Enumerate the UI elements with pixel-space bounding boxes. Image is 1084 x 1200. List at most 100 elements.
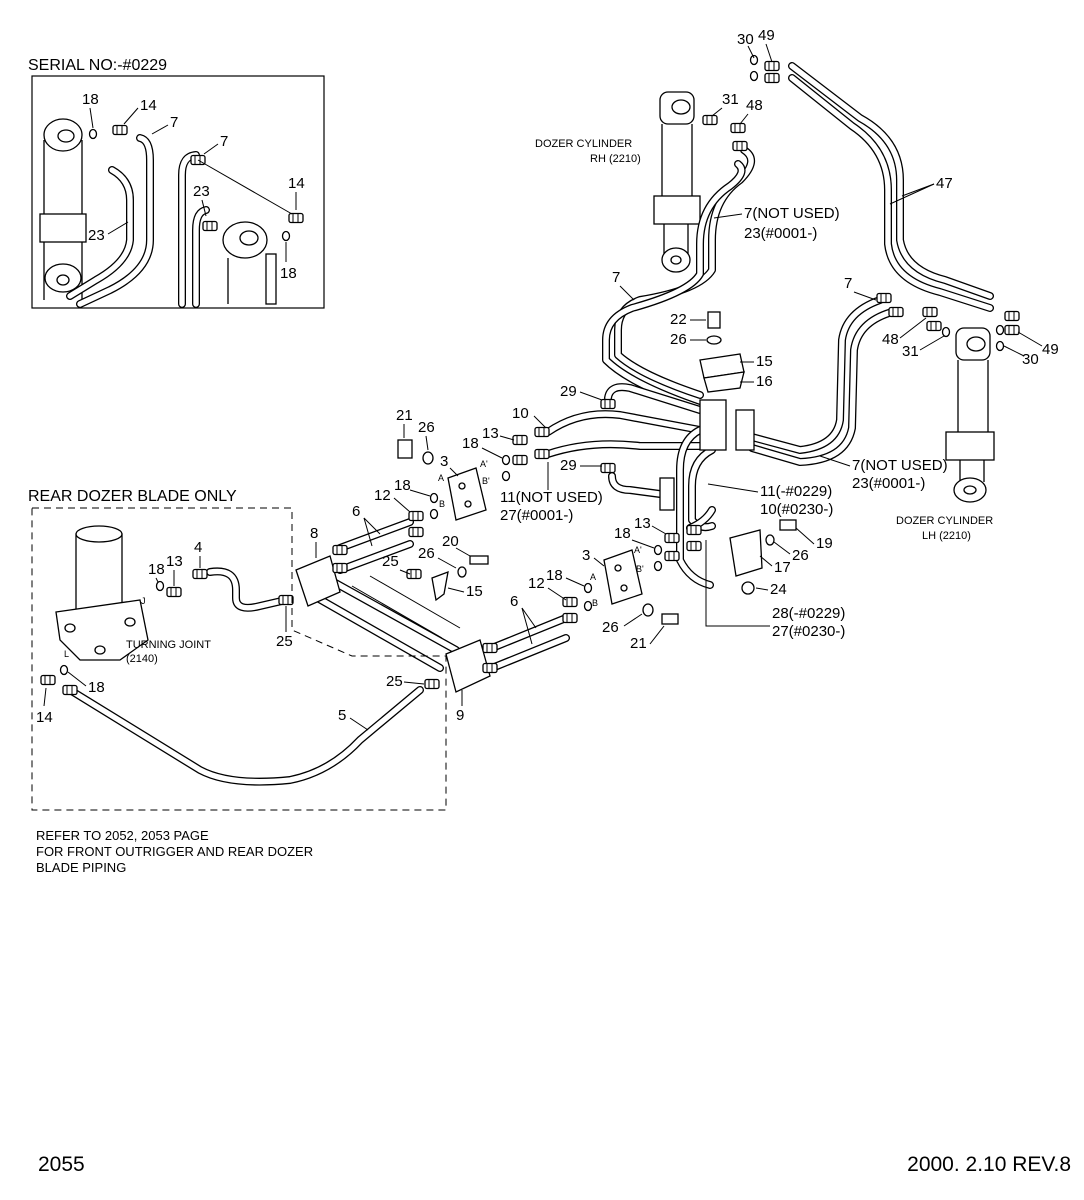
- clip-29: [659, 477, 675, 511]
- callout-10-0230: 10(#0230-): [760, 501, 833, 518]
- callouts: 30 49 31 48 47 7(NOT USED) 23(#0001-) 7 …: [36, 27, 1059, 731]
- callout-27-0230: 27(#0230-): [772, 623, 845, 640]
- callout-49-lh: 49: [1042, 341, 1059, 358]
- callout-17: 17: [774, 559, 791, 576]
- turning-joint-body: [55, 525, 149, 661]
- fitting-29-b: [600, 462, 616, 474]
- callout-26-lower: 26: [602, 619, 619, 636]
- callout-13-right: 13: [634, 515, 651, 532]
- inset-callout-18: 18: [82, 91, 99, 108]
- callout-25-mid: 25: [382, 553, 399, 570]
- fitting-6-d: [482, 662, 498, 674]
- elbow-14-tj: [40, 674, 56, 686]
- callout-7-not-used-lh: 7(NOT USED): [852, 457, 948, 474]
- oring-18-g: [653, 544, 663, 556]
- inset-callout-23: 23: [88, 227, 105, 244]
- fitting-7-lh: [876, 292, 892, 304]
- rear-dozer-dashed-frame: [31, 507, 447, 811]
- valve-block-3-upper: [447, 467, 487, 521]
- callout-21-upper: 21: [396, 407, 413, 424]
- bracket-17: [729, 529, 763, 577]
- fitting-4-tj: [192, 568, 208, 580]
- callout-26-mid: 26: [418, 545, 435, 562]
- fitting-49-d: [1004, 324, 1020, 336]
- fitting-6-a: [332, 544, 348, 556]
- bolt-20: [469, 555, 489, 565]
- oring-30-a: [749, 54, 759, 66]
- bolt-19: [779, 519, 797, 531]
- nut-24: [741, 581, 755, 595]
- oring-18-tj-l: [59, 664, 69, 676]
- port-a-upper: A: [438, 473, 444, 483]
- rh-cylinder-label-1: DOZER CYLINDER: [535, 138, 632, 150]
- dozer-cylinder-rh: [653, 91, 701, 273]
- callout-31-top: 31: [722, 91, 739, 108]
- callout-20: 20: [442, 533, 459, 550]
- inset-oring-18: [88, 128, 98, 140]
- inset-callout-7: 7: [170, 114, 178, 131]
- callout-29-top: 29: [560, 383, 577, 400]
- oring-30-d: [995, 340, 1005, 352]
- inset-oring-18b: [281, 230, 291, 242]
- inset-callout-18b: 18: [280, 265, 297, 282]
- inset-callout-14: 14: [140, 97, 157, 114]
- callout-26-bracket: 26: [792, 547, 809, 564]
- main-pipes: [66, 62, 994, 786]
- port-bprime-upper: B': [482, 476, 490, 486]
- callout-25-lower: 25: [386, 673, 403, 690]
- callout-26-upper: 26: [418, 419, 435, 436]
- callout-26-clamp: 26: [670, 331, 687, 348]
- manifold-9: [445, 639, 491, 693]
- callout-7-lh: 7: [844, 275, 852, 292]
- fitting-25-left: [278, 594, 294, 606]
- oring-30-c: [995, 324, 1005, 336]
- fitting-11: [534, 448, 550, 460]
- center-adapter: [735, 409, 755, 451]
- page-number: 2055: [38, 1153, 85, 1176]
- oring-18-d: [429, 508, 439, 520]
- callout-24: 24: [770, 581, 787, 598]
- fitting-13-tj: [166, 586, 182, 598]
- clamp-16: [703, 371, 745, 393]
- oring-18-f: [583, 600, 593, 612]
- callout-5: 5: [338, 707, 346, 724]
- port-b-lower: B: [592, 598, 598, 608]
- lh-cylinder-label-2: LH (2210): [922, 530, 971, 542]
- fitting-12-b: [408, 526, 424, 538]
- port-l: L: [64, 649, 69, 659]
- fittings: [278, 54, 1020, 693]
- washer-26-bracket: [765, 534, 775, 546]
- callout-21-lower: 21: [630, 635, 647, 652]
- callout-13-tj: 13: [166, 553, 183, 570]
- fitting-28-a: [686, 524, 702, 536]
- oring-18-a: [501, 454, 511, 466]
- fitting-7-lh-b: [888, 306, 904, 318]
- callout-48-lh: 48: [882, 331, 899, 348]
- port-b-upper: B: [439, 499, 445, 509]
- inset-callout-7b: 7: [220, 133, 228, 150]
- callout-13-upper: 13: [482, 425, 499, 442]
- reference-note-line-2: FOR FRONT OUTRIGGER AND REAR DOZER: [36, 844, 313, 859]
- fitting-12-a: [408, 510, 424, 522]
- callout-15-lower: 15: [466, 583, 483, 600]
- inset-cylinder-left: [39, 118, 87, 300]
- inset-callout-23b: 23: [193, 183, 210, 200]
- oring-31-b: [941, 326, 951, 338]
- callout-31-lh: 31: [902, 343, 919, 360]
- port-letters: A B A' B' A B A' B' J L: [64, 459, 644, 659]
- fitting-48-c: [922, 306, 938, 318]
- fitting-13-b: [512, 454, 528, 466]
- fitting-6-c: [482, 642, 498, 654]
- revision-stamp: 2000. 2.10 REV.8: [907, 1153, 1071, 1176]
- fitting-49-a: [764, 60, 780, 72]
- callout-18-left: 18: [394, 477, 411, 494]
- lh-cylinder-label-1: DOZER CYLINDER: [896, 515, 993, 527]
- turning-joint-label-2: (2140): [126, 653, 158, 665]
- callout-18-tj: 18: [148, 561, 165, 578]
- oring-18-e: [583, 582, 593, 594]
- port-aprime-lower: A': [634, 545, 642, 555]
- callout-49-top: 49: [758, 27, 775, 44]
- callout-3-upper: 3: [440, 453, 448, 470]
- callout-7-not-used-top: 7(NOT USED): [744, 205, 840, 222]
